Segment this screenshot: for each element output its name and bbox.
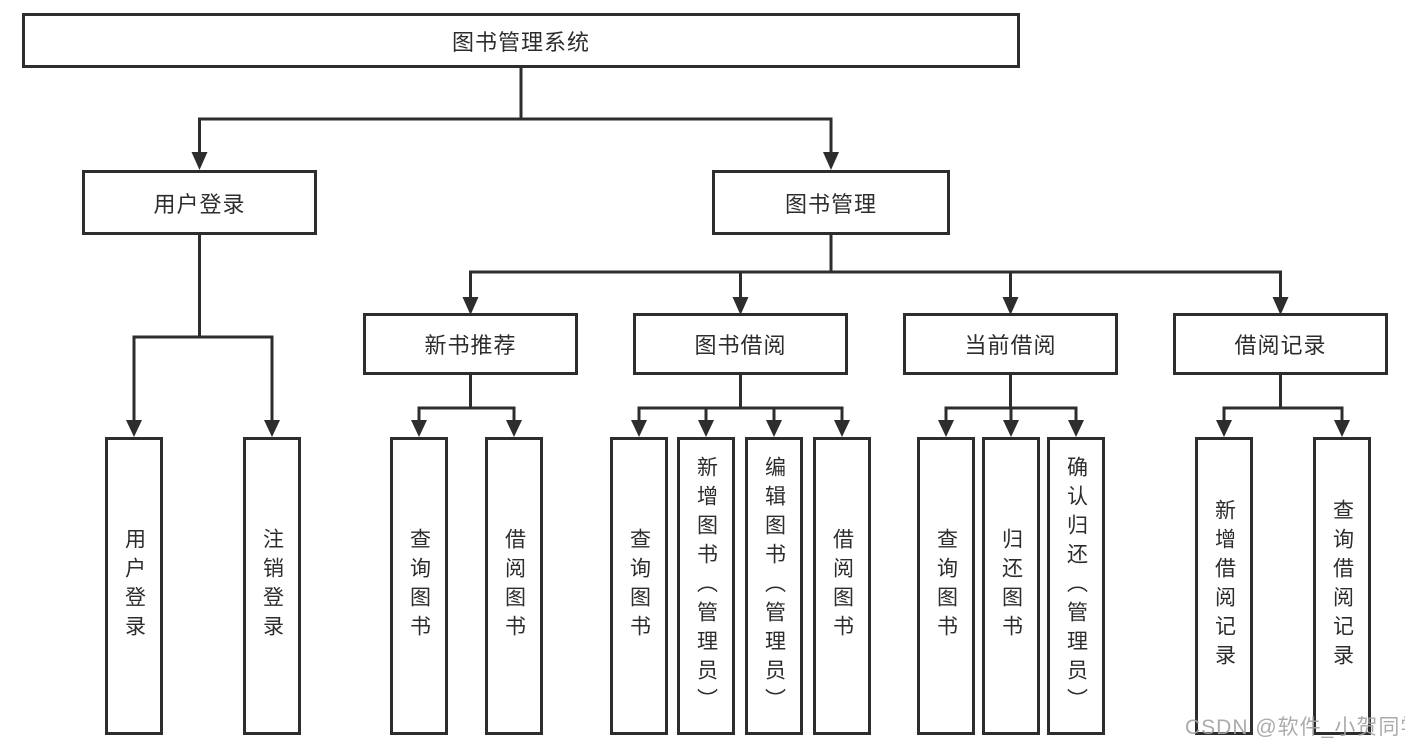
leaf-newrec-query-books: 查询图书 [390, 437, 448, 735]
node-book-management: 图书管理 [712, 170, 950, 235]
leaf-label: 编辑图书（管理员） [762, 455, 786, 717]
leaf-borrow-query-books: 查询图书 [610, 437, 668, 735]
leaf-current-return-books: 归还图书 [982, 437, 1040, 735]
node-borrow-records: 借阅记录 [1173, 313, 1388, 375]
leaf-label: 查询图书 [627, 528, 651, 644]
leaf-label: 用户登录 [122, 528, 146, 644]
leaf-current-confirm-return-admin: 确认归还（管理员） [1047, 437, 1105, 735]
csdn-watermark: CSDN @软件_小贺同学 [1185, 716, 1405, 739]
node-new-book-recommend: 新书推荐 [363, 313, 578, 375]
node-book-borrow: 图书借阅 [633, 313, 848, 375]
leaf-logout: 注销登录 [243, 437, 301, 735]
leaf-user-login: 用户登录 [105, 437, 163, 735]
leaf-label: 查询借阅记录 [1330, 499, 1354, 673]
leaf-records-query-record: 查询借阅记录 [1313, 437, 1371, 735]
leaf-newrec-borrow-books: 借阅图书 [485, 437, 543, 735]
leaf-records-add-record: 新增借阅记录 [1195, 437, 1253, 735]
leaf-label: 确认归还（管理员） [1064, 455, 1088, 717]
arrowheads [126, 152, 1350, 437]
node-current-borrow: 当前借阅 [903, 313, 1118, 375]
leaf-label: 新增借阅记录 [1212, 499, 1236, 673]
leaf-label: 借阅图书 [830, 528, 854, 644]
leaf-borrow-borrow-books: 借阅图书 [813, 437, 871, 735]
node-library-system: 图书管理系统 [22, 13, 1020, 68]
leaf-label: 新增图书（管理员） [694, 455, 718, 717]
leaf-current-query-books: 查询图书 [917, 437, 975, 735]
leaf-borrow-edit-books-admin: 编辑图书（管理员） [745, 437, 803, 735]
leaf-label: 查询图书 [407, 528, 431, 644]
leaf-borrow-add-books-admin: 新增图书（管理员） [677, 437, 735, 735]
leaf-label: 借阅图书 [502, 528, 526, 644]
leaf-label: 注销登录 [260, 528, 284, 644]
leaf-label: 归还图书 [999, 528, 1023, 644]
node-user-login: 用户登录 [82, 170, 317, 235]
leaf-label: 查询图书 [934, 528, 958, 644]
